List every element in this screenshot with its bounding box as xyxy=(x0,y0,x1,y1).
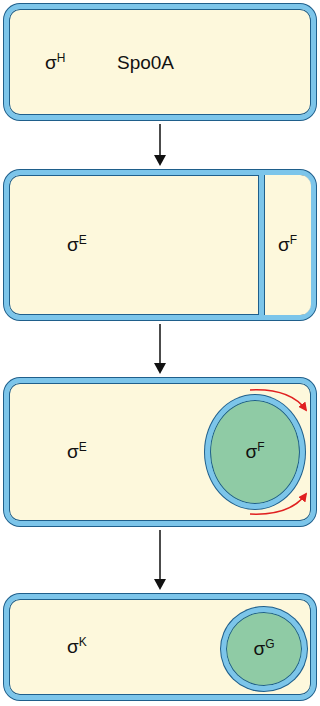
sigma-label: σF xyxy=(245,441,264,462)
forespore-oval: σF xyxy=(205,395,305,509)
label-holder: σF xyxy=(245,440,264,464)
sigma-label: σF xyxy=(278,234,297,255)
cell-box: σH Spo0A xyxy=(4,4,316,120)
cell-box: σE σF xyxy=(4,170,316,320)
forespore-oval: σG xyxy=(221,607,307,691)
sigma-label: σE xyxy=(67,441,87,462)
label-holder: σG xyxy=(253,637,274,661)
label-holder: σE xyxy=(67,440,87,464)
cell-box: σE σF xyxy=(4,378,316,526)
engulfment-arrow xyxy=(250,494,306,514)
sigma-label: σE xyxy=(67,234,87,255)
sigma-label: σG xyxy=(253,638,274,659)
sigma-label: Spo0A xyxy=(117,52,174,73)
sigma-label: σK xyxy=(67,636,87,657)
label-holder: σK xyxy=(67,635,87,659)
engulfment-arrow xyxy=(250,390,306,410)
forespore-compartment: σF xyxy=(259,175,311,315)
stage-arrow xyxy=(154,124,166,166)
cell-box: σK σG xyxy=(4,594,316,700)
sigma-label: σH xyxy=(45,52,65,73)
label-holder: Spo0A xyxy=(117,52,174,75)
stage-arrow xyxy=(154,530,166,590)
label-holder: σE xyxy=(67,233,87,257)
label-holder: σF xyxy=(278,233,297,257)
stage-arrow xyxy=(154,324,166,374)
label-holder: σH xyxy=(45,51,65,75)
